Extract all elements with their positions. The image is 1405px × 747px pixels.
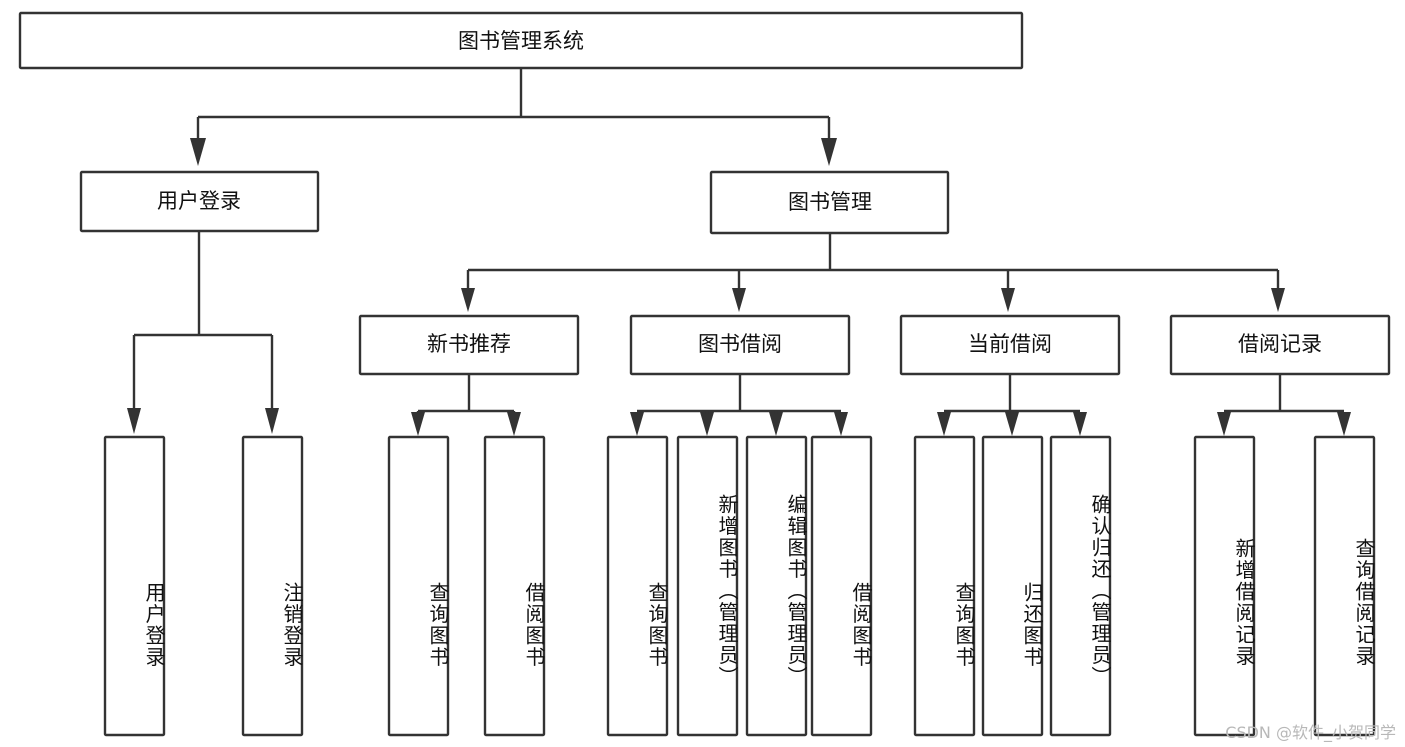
arrow-head-leaf-query-book-2 [630,412,644,436]
arrow-head-leaf-borrow-book-1 [507,412,521,436]
arrow-head-new-book-rec [461,288,475,312]
arrow-head-leaf-query-record [1337,412,1351,436]
leaf-query-book-3-box[interactable] [913,435,976,737]
arrow-head-leaf-add-record [1217,412,1231,436]
leaf-borrow-book-2-box[interactable] [810,435,873,737]
watermark-text: CSDN @软件_小贺同学 [1225,723,1396,742]
leaf-borrow-book-1-box[interactable] [483,435,546,737]
leaf-return-book-box[interactable] [981,435,1044,737]
arrow-head-book-manage [821,138,837,166]
arrow-head-leaf-query-book-1 [411,412,425,436]
leaf-query-record-box[interactable] [1313,435,1376,737]
node-book-borrow-label: 图书借阅 [698,332,782,356]
leaf-query-book-2-box[interactable] [606,435,669,737]
leaf-add-record-box[interactable] [1193,435,1256,737]
leaf-add-book-admin-box[interactable] [676,435,739,737]
arrow-head-leaf-confirm-return-admin [1073,412,1087,436]
leaf-query-book-1-box[interactable] [387,435,450,737]
leaf-confirm-return-admin-box[interactable] [1049,435,1112,737]
arrow-head-leaf-logout [265,408,279,434]
node-new-book-rec-label: 新书推荐 [427,332,511,356]
leaf-logout-box[interactable] [241,435,304,737]
node-book-manage-label: 图书管理 [788,190,872,214]
arrow-head-leaf-return-book [1005,412,1019,436]
node-current-borrow-label: 当前借阅 [968,332,1052,356]
arrow-head-user-login [190,138,206,166]
leaf-edit-book-admin-box[interactable] [745,435,808,737]
node-borrow-record-label: 借阅记录 [1238,332,1322,356]
arrow-head-leaf-add-book-admin [700,412,714,436]
node-root-label: 图书管理系统 [458,29,584,53]
leaf-user-login-box[interactable] [103,435,166,737]
arrow-head-leaf-query-book-3 [937,412,951,436]
arrow-head-borrow-record [1271,288,1285,312]
arrow-head-leaf-edit-book-admin [769,412,783,436]
arrow-head-leaf-borrow-book-2 [834,412,848,436]
arrow-head-book-borrow [732,288,746,312]
node-user-login-label: 用户登录 [157,189,241,213]
arrow-head-leaf-user-login [127,408,141,434]
arrow-head-current-borrow [1001,288,1015,312]
